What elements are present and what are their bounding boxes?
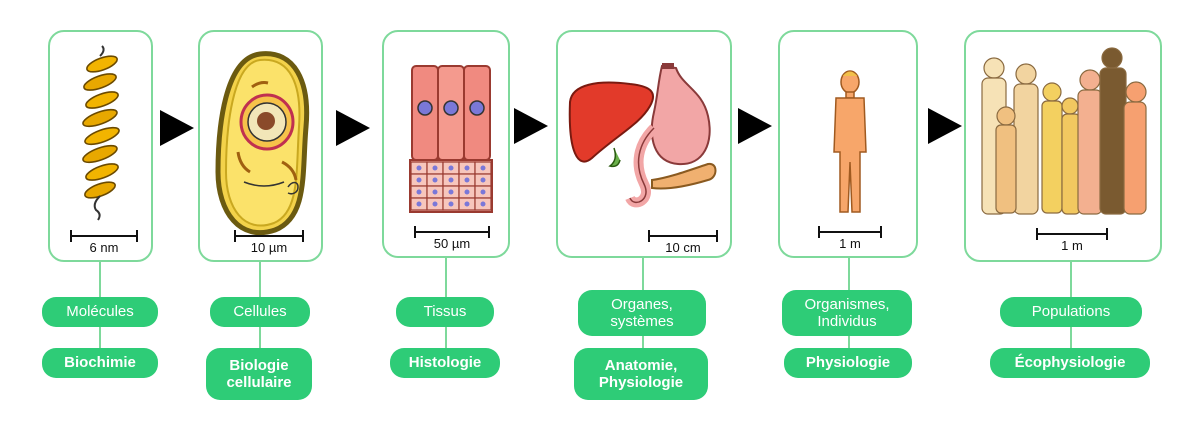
level-label-populations: Populations <box>1000 297 1142 327</box>
arrow-icon <box>738 108 772 144</box>
tissue-icon <box>409 65 493 213</box>
panel-organs: 10 cm <box>556 30 732 258</box>
scale-bar: 1 m <box>818 226 882 251</box>
organs-icon <box>568 63 717 208</box>
scale-label: 1 m <box>839 236 861 251</box>
scale-label: 10 cm <box>665 240 701 255</box>
scale-label: 50 µm <box>433 236 471 251</box>
scale-bar: 10 cm <box>648 230 718 255</box>
level-label-cells: Cellules <box>210 297 310 327</box>
discipline-anatomie-physiologie: Anatomie, Physiologie <box>574 348 708 400</box>
scale-bar: 50 µm <box>414 226 490 251</box>
scale-bar: 10 µm <box>234 230 304 255</box>
scale-label: 1 m <box>1061 238 1083 253</box>
level-label-molecules: Molécules <box>42 297 158 327</box>
discipline-biologie-cellulaire: Biologie cellulaire <box>206 348 312 400</box>
scale-bar: 6 nm <box>70 230 138 255</box>
discipline-ecophysiologie: Écophysiologie <box>990 348 1150 378</box>
arrow-icon <box>514 108 548 144</box>
discipline-biochimie: Biochimie <box>42 348 158 378</box>
human-figure-icon <box>833 70 867 213</box>
population-icon <box>981 47 1147 215</box>
panel-populations: 1 m <box>964 30 1162 262</box>
panel-individuals: 1 m <box>778 30 918 258</box>
scale-bar: 1 m <box>1036 228 1108 253</box>
panel-tissues: 50 µm <box>382 30 510 258</box>
scale-label: 10 µm <box>250 240 288 255</box>
panel-cells: 10 µm <box>198 30 323 262</box>
scale-label: 6 nm <box>89 240 119 255</box>
panel-molecules: 6 nm <box>48 30 153 262</box>
arrow-icon <box>336 110 370 146</box>
discipline-physiologie: Physiologie <box>784 348 912 378</box>
cell-icon <box>215 51 310 236</box>
level-label-organs: Organes, systèmes <box>578 290 706 336</box>
discipline-histologie: Histologie <box>390 348 500 378</box>
arrow-icon <box>160 110 194 146</box>
level-label-individuals: Organismes, Individus <box>782 290 912 336</box>
arrow-icon <box>928 108 962 144</box>
level-label-tissues: Tissus <box>396 297 494 327</box>
protein-helix-icon <box>82 45 120 221</box>
